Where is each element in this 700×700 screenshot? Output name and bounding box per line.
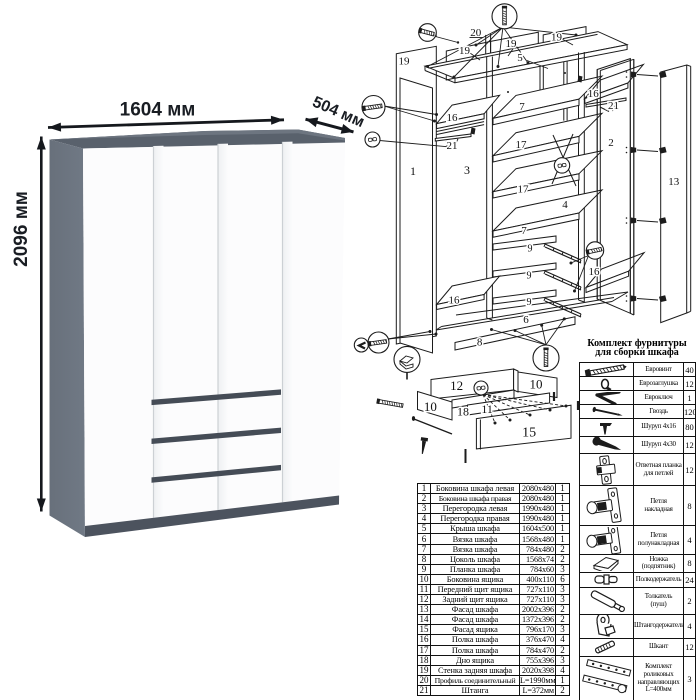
svg-text:9: 9: [528, 244, 533, 255]
svg-text:7: 7: [521, 225, 527, 237]
svg-text:16: 16: [449, 295, 461, 307]
svg-text:9: 9: [527, 297, 532, 308]
svg-text:17: 17: [518, 184, 530, 196]
svg-text:21: 21: [608, 100, 619, 112]
svg-text:2096 мм: 2096 мм: [11, 191, 32, 267]
svg-text:1: 1: [410, 164, 416, 178]
svg-text:13: 13: [668, 176, 680, 188]
svg-text:1604 мм: 1604 мм: [120, 100, 196, 121]
svg-text:6: 6: [523, 314, 529, 326]
svg-text:9: 9: [527, 271, 532, 282]
svg-text:19: 19: [399, 56, 411, 68]
svg-text:2: 2: [608, 137, 614, 149]
svg-text:21: 21: [447, 140, 458, 152]
svg-text:19: 19: [506, 38, 518, 50]
svg-text:16: 16: [447, 112, 459, 124]
svg-text:12: 12: [450, 378, 463, 393]
svg-text:17: 17: [516, 139, 528, 151]
svg-text:18: 18: [457, 405, 469, 419]
svg-text:7: 7: [519, 101, 525, 113]
svg-text:16: 16: [589, 266, 601, 278]
svg-text:10: 10: [424, 399, 437, 414]
svg-text:11: 11: [481, 402, 493, 416]
svg-text:19: 19: [551, 32, 563, 44]
svg-text:19: 19: [459, 45, 471, 57]
svg-text:3: 3: [464, 163, 470, 177]
svg-text:5: 5: [517, 52, 523, 64]
svg-text:4: 4: [562, 199, 568, 211]
svg-text:504 мм: 504 мм: [310, 94, 367, 131]
svg-text:16: 16: [588, 88, 600, 100]
svg-text:20: 20: [470, 27, 482, 39]
svg-text:8: 8: [477, 337, 483, 349]
svg-text:10: 10: [530, 377, 543, 392]
svg-text:15: 15: [522, 426, 536, 441]
